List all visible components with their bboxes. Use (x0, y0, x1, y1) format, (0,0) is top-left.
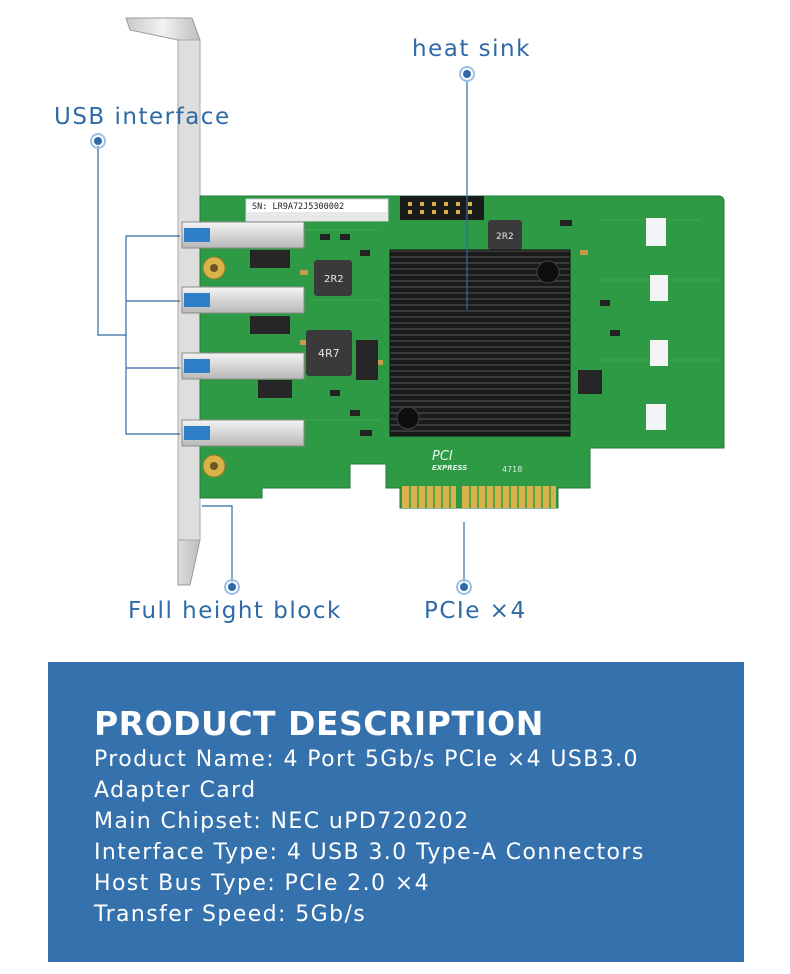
callout-full-height-block: Full height block (128, 598, 342, 624)
spec-host-bus-type: Host Bus Type: PCIe 2.0 ×4 (94, 868, 734, 899)
spec-main-chipset: Main Chipset: NEC uPD720202 (94, 806, 734, 837)
spec-value-continued: Adapter Card (94, 778, 257, 803)
product-illustration: SN: LR9A72J5300002 2R2 4R7 2R2 (54, 17, 725, 624)
inductor: 2R2 (488, 220, 522, 250)
inductor: 2R2 (314, 260, 352, 296)
usb-port (181, 352, 305, 380)
mounting-screw (202, 454, 226, 478)
spec-value: NEC uPD720202 (270, 809, 470, 834)
usb-port (181, 419, 305, 447)
usb-port (181, 221, 305, 249)
inductor: 4R7 (306, 330, 352, 376)
spec-transfer-speed: Transfer Speed: 5Gb/s (94, 899, 734, 930)
pcie-gold-fingers (402, 486, 556, 508)
svg-text:PCI: PCI (432, 449, 453, 464)
spec-value: 4 Port 5Gb/s PCIe ×4 USB3.0 (283, 747, 639, 772)
svg-text:2R2: 2R2 (496, 232, 514, 242)
svg-text:2R2: 2R2 (324, 274, 344, 285)
card-artwork: SN: LR9A72J5300002 2R2 4R7 2R2 (90, 17, 725, 595)
svg-text:SN: LR9A72J5300002: SN: LR9A72J5300002 (252, 202, 344, 212)
svg-text:4R7: 4R7 (318, 347, 340, 360)
callout-heat-sink: heat sink (412, 36, 531, 62)
callout-lines (97, 80, 468, 582)
callout-dots (90, 66, 475, 595)
spec-separator: : (266, 747, 284, 772)
panel-title: PRODUCT DESCRIPTION (94, 704, 544, 743)
spec-key: Host Bus Type (94, 871, 268, 896)
spec-key: Main Chipset (94, 809, 254, 834)
usb-port (181, 286, 305, 314)
heat-sink (389, 249, 571, 437)
spec-separator: : (267, 871, 285, 896)
spec-key: Interface Type (94, 840, 270, 865)
spec-interface-type: Interface Type: 4 USB 3.0 Type-A Connect… (94, 837, 734, 868)
spec-value: 4 USB 3.0 Type-A Connectors (286, 840, 645, 865)
product-description-panel: PRODUCT DESCRIPTION Product Name: 4 Port… (48, 662, 744, 962)
pin-header (400, 196, 484, 220)
spec-value: 5Gb/s (295, 902, 367, 927)
spec-separator: : (278, 902, 296, 927)
svg-text:EXPRESS: EXPRESS (432, 464, 467, 472)
callout-usb-interface: USB interface (54, 104, 231, 130)
spec-list: Product Name: 4 Port 5Gb/s PCIe ×4 USB3.… (94, 744, 734, 930)
svg-text:4718: 4718 (502, 465, 522, 474)
serial-label: SN: LR9A72J5300002 (245, 198, 389, 222)
spec-key: Product Name (94, 747, 267, 772)
callout-pcie: PCIe ×4 (424, 598, 527, 624)
pci-express-logo: PCI EXPRESS 4718 (432, 449, 522, 474)
spec-value: PCIe 2.0 ×4 (284, 871, 430, 896)
spec-key: Transfer Speed (94, 902, 279, 927)
mounting-screw (202, 256, 226, 280)
spec-separator: : (253, 809, 271, 834)
spec-product-name: Product Name: 4 Port 5Gb/s PCIe ×4 USB3.… (94, 744, 734, 806)
spec-separator: : (269, 840, 287, 865)
